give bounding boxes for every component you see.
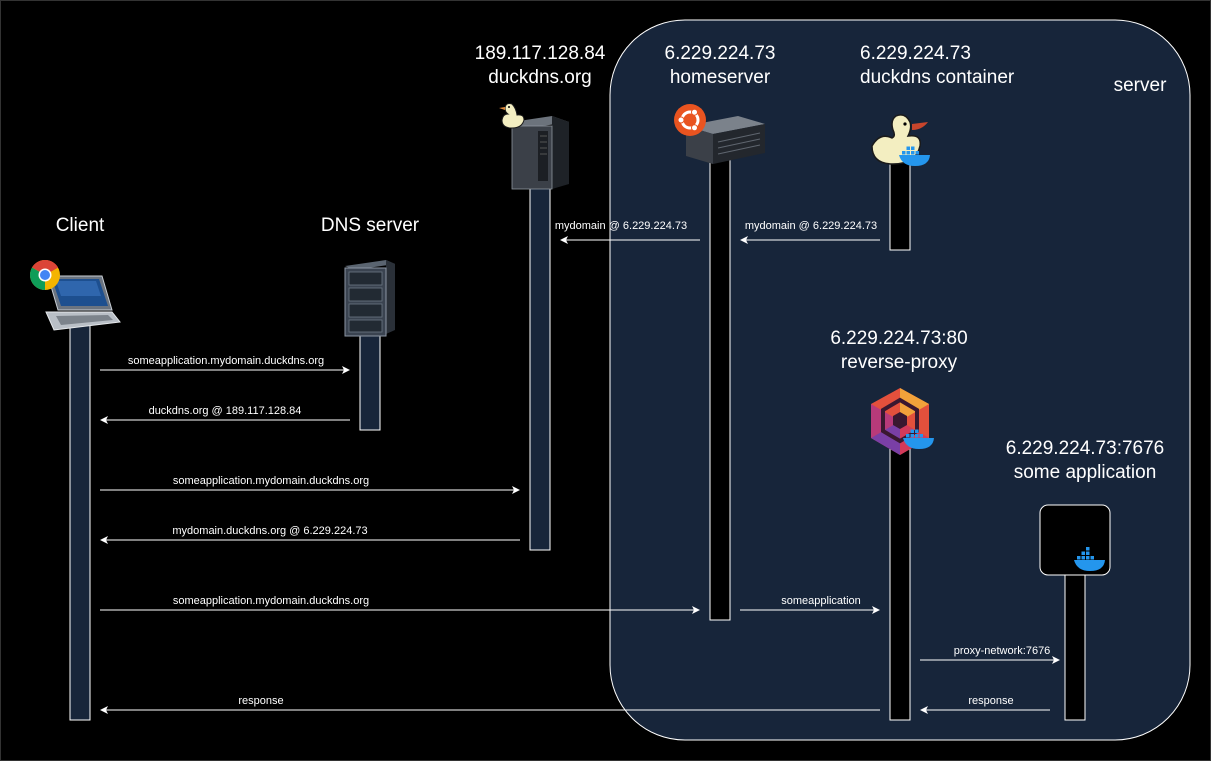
server-region-label: server <box>1113 75 1167 96</box>
reverse-proxy-name-label: reverse-proxy <box>840 352 958 373</box>
docker-icon <box>899 146 930 166</box>
message-label: response <box>968 695 1014 707</box>
tower-server-icon <box>511 116 569 190</box>
homeserver-ip-label: 6.229.224.73 <box>664 43 776 64</box>
small-duck-icon <box>499 103 525 129</box>
some-application-lifeline <box>1064 559 1086 721</box>
docker-icon <box>1074 547 1105 571</box>
duckdns-org-ip-label: 189.117.128.84 <box>474 43 606 64</box>
message-label: response <box>238 695 284 707</box>
duckdns-container-ip-label: 6.229.224.73 <box>860 43 971 64</box>
client-lifeline <box>69 319 91 721</box>
dns-server-lifeline <box>359 329 381 431</box>
some-application-ip-label: 6.229.224.73:7676 <box>1005 438 1165 459</box>
some-application-name-label: some application <box>1013 462 1157 483</box>
duckdns-container-lifeline <box>889 159 911 251</box>
laptop-icon <box>45 275 121 331</box>
duckdns-org-lifeline <box>529 179 551 551</box>
client-label: Client <box>55 215 105 236</box>
message-label: someapplication.mydomain.duckdns.org <box>127 355 325 367</box>
message-label: someapplication.mydomain.duckdns.org <box>172 595 370 607</box>
message-label: duckdns.org @ 189.117.128.84 <box>148 405 302 417</box>
homeserver-lifeline <box>709 149 731 621</box>
docker-icon <box>903 429 934 449</box>
chrome-icon <box>29 260 60 290</box>
homeserver-name-label: homeserver <box>669 67 771 88</box>
duckdns-container-name-label: duckdns container <box>860 67 1015 88</box>
duckdns-org-name-label: duckdns.org <box>488 67 592 88</box>
rack-server-icon <box>686 116 765 164</box>
message-label: someapplication <box>781 595 861 607</box>
reverse-proxy-ip-label: 6.229.224.73:80 <box>830 328 968 349</box>
message-label: someapplication.mydomain.duckdns.org <box>172 475 370 487</box>
dns-server-label: DNS server <box>320 215 420 236</box>
reverse-proxy-lifeline <box>889 439 911 721</box>
message-label: proxy-network:7676 <box>953 645 1051 657</box>
ubuntu-icon <box>674 104 706 136</box>
server-rack-icon <box>344 260 395 337</box>
message-label: mydomain @ 6.229.224.73 <box>744 220 878 232</box>
message-label: mydomain @ 6.229.224.73 <box>554 220 688 232</box>
message-label: mydomain.duckdns.org @ 6.229.224.73 <box>172 525 368 537</box>
